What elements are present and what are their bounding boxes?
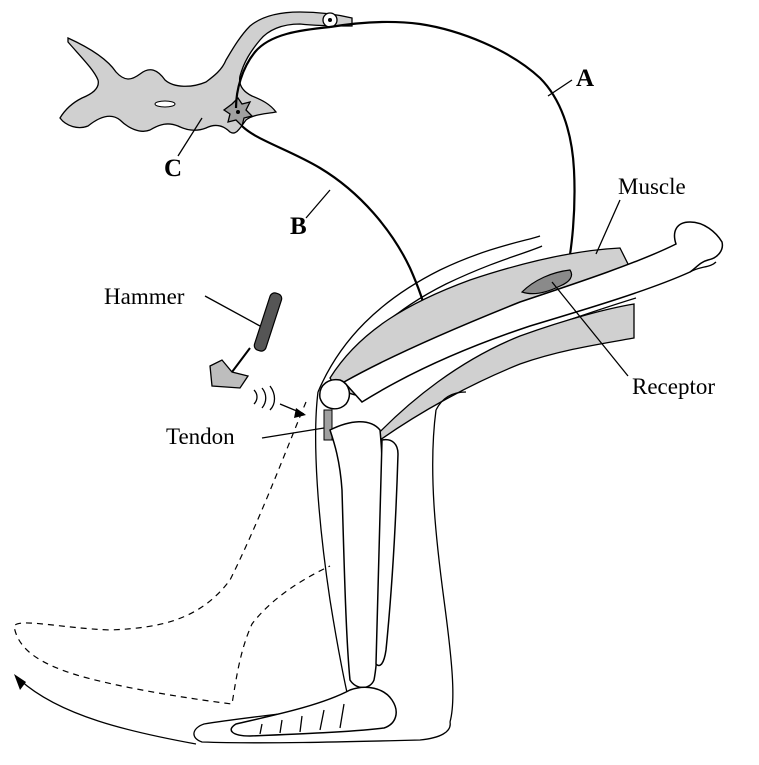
- label-a-leader: [548, 80, 572, 96]
- label-receptor: Receptor: [632, 374, 715, 399]
- label-muscle: Muscle: [618, 174, 686, 199]
- label-b-leader: [306, 190, 330, 218]
- label-tendon: Tendon: [166, 424, 235, 449]
- label-hammer: Hammer: [104, 284, 185, 309]
- patellar-tendon: [324, 410, 332, 440]
- patella: [320, 380, 350, 409]
- label-a: A: [576, 65, 594, 92]
- motion-arrow: [20, 680, 196, 744]
- central-canal: [155, 101, 175, 107]
- reflex-hammer: [205, 292, 306, 418]
- motor-neuron-b: [242, 126, 428, 320]
- label-c: C: [164, 155, 182, 182]
- muscle-leader: [596, 200, 620, 254]
- sensory-neuron-a: [330, 22, 575, 276]
- foot: [194, 687, 450, 743]
- label-b: B: [290, 213, 307, 240]
